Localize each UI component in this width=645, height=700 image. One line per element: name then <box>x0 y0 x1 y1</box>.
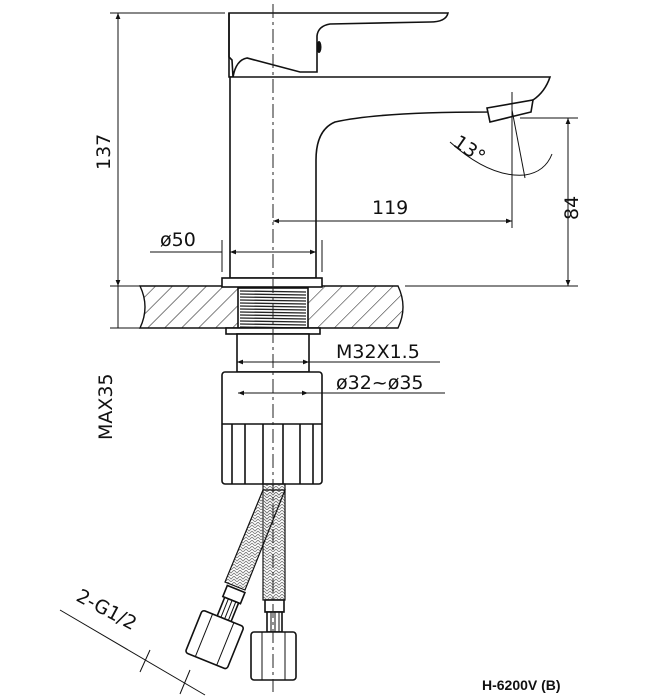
mounting-hardware <box>221 327 323 485</box>
dim-84: 84 <box>561 196 583 220</box>
thread-line <box>239 320 307 323</box>
flexible-hoses <box>185 483 297 681</box>
base-ring <box>221 277 323 288</box>
dim-inlet: 2-G1/2 <box>73 585 141 635</box>
thread-line <box>239 302 307 305</box>
dim-119: 119 <box>372 197 408 219</box>
thread-line <box>239 317 307 320</box>
thread-line <box>239 299 307 302</box>
dim-hole-diameter: ø32~ø35 <box>336 372 424 394</box>
lever-handle <box>228 12 449 78</box>
dimension-lines <box>59 12 578 696</box>
aerator <box>486 99 534 123</box>
dim-base-diameter: ø50 <box>160 229 196 251</box>
dim-thread: M32X1.5 <box>336 341 420 363</box>
thread-line <box>239 293 307 296</box>
faucet-body <box>221 76 552 288</box>
model-number: H-6200V (B) <box>482 677 561 693</box>
dim-max-thickness: MAX35 <box>95 373 117 440</box>
dim-spout-angle: 13° <box>449 131 489 168</box>
dim-137: 137 <box>93 134 115 170</box>
